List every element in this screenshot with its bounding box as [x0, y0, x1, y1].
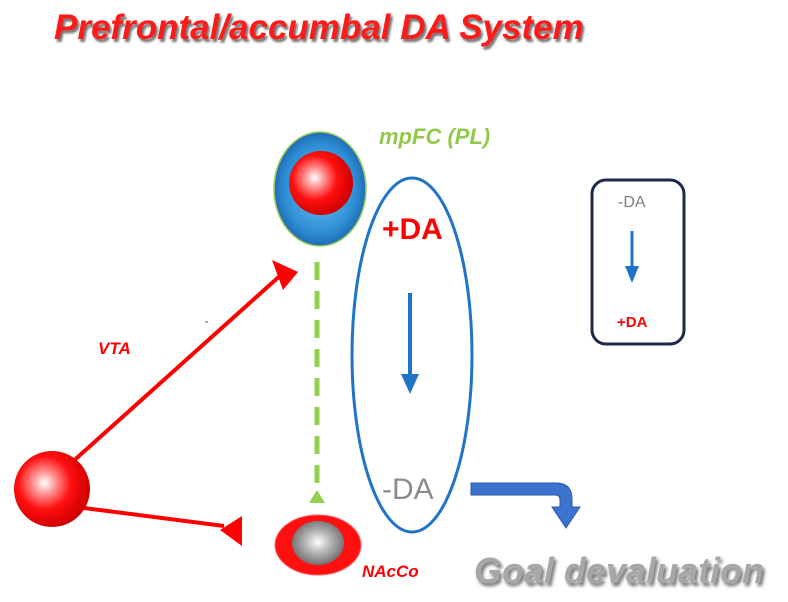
- nacc-neuron: [292, 521, 344, 565]
- goal-devaluation-label: Goal devaluation: [474, 550, 765, 591]
- da-shift-arrowhead: [401, 374, 419, 394]
- inset-minus-da-label: -DA: [618, 194, 646, 211]
- da-shift-oval: [350, 176, 474, 534]
- mpfc-label: mpFC (PL): [379, 124, 491, 149]
- inset-arrowhead: [625, 266, 639, 283]
- diagram-title: Prefrontal/accumbal DA System: [54, 8, 584, 47]
- mpfc-terminal-arrowhead: [272, 260, 298, 290]
- minus-da-label: -DA: [382, 473, 434, 506]
- inset-box: [590, 178, 686, 346]
- vta-label: VTA: [98, 339, 131, 358]
- plus-da-label: +DA: [382, 213, 443, 246]
- mpfc-neuron: [289, 151, 353, 215]
- inset-plus-da-label: +DA: [617, 314, 648, 331]
- goal-bent-arrow: [470, 482, 581, 529]
- nacc-terminal-arrowhead: [220, 516, 242, 546]
- nacc-label: NAcCo: [362, 562, 419, 581]
- green-arrowhead: [309, 490, 325, 503]
- vta-neuron: [14, 451, 90, 527]
- vta-to-nacc-line: [83, 506, 225, 528]
- vta-to-mpfc-line: [68, 272, 284, 466]
